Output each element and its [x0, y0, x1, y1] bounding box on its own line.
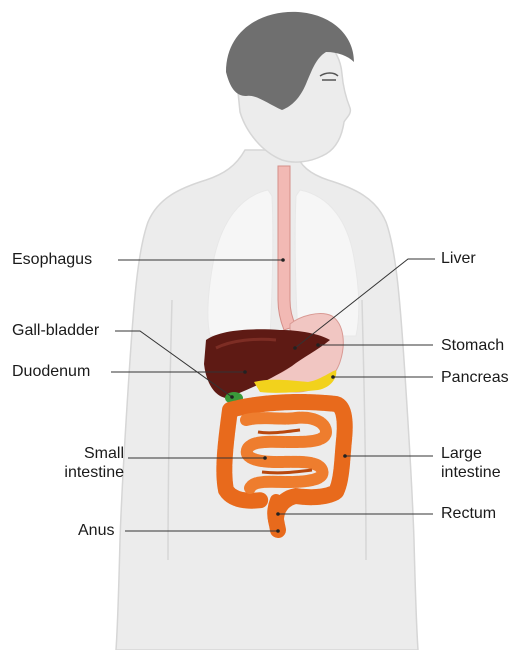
- label-duodenum: Duodenum: [12, 362, 90, 381]
- label-pancreas: Pancreas: [441, 368, 509, 387]
- label-stomach: Stomach: [441, 336, 504, 355]
- label-anus: Anus: [78, 521, 114, 540]
- label-esophagus: Esophagus: [12, 250, 92, 269]
- label-rectum: Rectum: [441, 504, 496, 523]
- label-large-intestine: Large intestine: [441, 444, 501, 482]
- label-small-intestine: Small intestine: [30, 444, 124, 482]
- label-liver: Liver: [441, 249, 476, 268]
- label-gall-bladder: Gall-bladder: [12, 321, 99, 340]
